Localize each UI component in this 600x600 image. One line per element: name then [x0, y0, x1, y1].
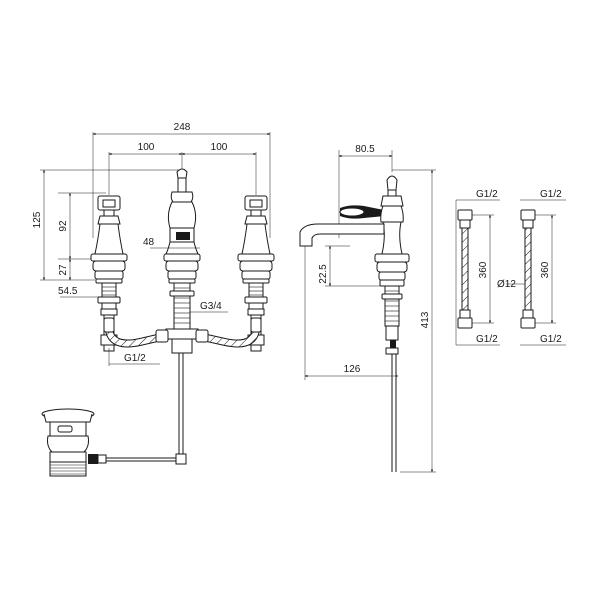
dim-heights: 125 92 27 [32, 169, 180, 281]
hose-b-length-label: 360 [540, 261, 551, 278]
dim-spacing-right-label: 100 [211, 142, 228, 153]
dim-body-height-label: 92 [58, 220, 69, 232]
dim-spout-height-label: 22.5 [318, 264, 329, 284]
hose-a-length-label: 360 [478, 261, 489, 278]
dim-overall-width-label: 248 [174, 122, 191, 133]
dim-tail-length-label: 54.5 [58, 286, 78, 297]
dim-tap-spacing: 100 100 [108, 142, 257, 195]
dim-spout-reach-label: 80.5 [355, 144, 375, 155]
hose-b: G1/2 Ø12 360 G1/2 [497, 189, 566, 346]
dim-spout-width-label: 48 [143, 237, 155, 248]
hose-diameter-label: Ø12 [497, 279, 516, 290]
side-view: 80.5 413 22.5 126 [299, 144, 436, 473]
label-inlet-thread-text: G1/2 [124, 353, 146, 364]
hose-b-bottom-label: G1/2 [540, 334, 562, 345]
dim-rod-reach: 126 [304, 230, 399, 380]
label-inlet-thread: G1/2 [108, 348, 160, 366]
dim-overall-width: 248 [92, 122, 271, 238]
dim-base-height-label: 27 [58, 264, 69, 276]
dim-total-height: 413 [392, 169, 436, 473]
side-tap [299, 175, 410, 472]
dim-handle-height-label: 125 [32, 211, 43, 228]
dim-spacing-left-label: 100 [138, 142, 155, 153]
label-outlet-thread: G3/4 [190, 301, 228, 313]
center-spout [163, 168, 201, 460]
dim-rod-reach-label: 126 [344, 364, 361, 375]
dim-spout-height: 22.5 [318, 245, 380, 287]
dim-tail-length: 54.5 [58, 286, 104, 298]
dim-total-height-label: 413 [420, 311, 431, 328]
front-view: 248 100 100 125 92 27 54. [32, 122, 275, 477]
dim-spout-reach: 80.5 [338, 144, 393, 238]
hose-a: G1/2 360 G1/2 [455, 189, 500, 346]
hose-b-top-label: G1/2 [540, 189, 562, 200]
dim-spout-width: 48 [143, 237, 200, 249]
label-outlet-thread-text: G3/4 [200, 301, 222, 312]
hose-a-bottom-label: G1/2 [476, 334, 498, 345]
connecting-hoses [103, 317, 262, 348]
popup-waste [41, 408, 187, 477]
hose-a-top-label: G1/2 [476, 189, 498, 200]
